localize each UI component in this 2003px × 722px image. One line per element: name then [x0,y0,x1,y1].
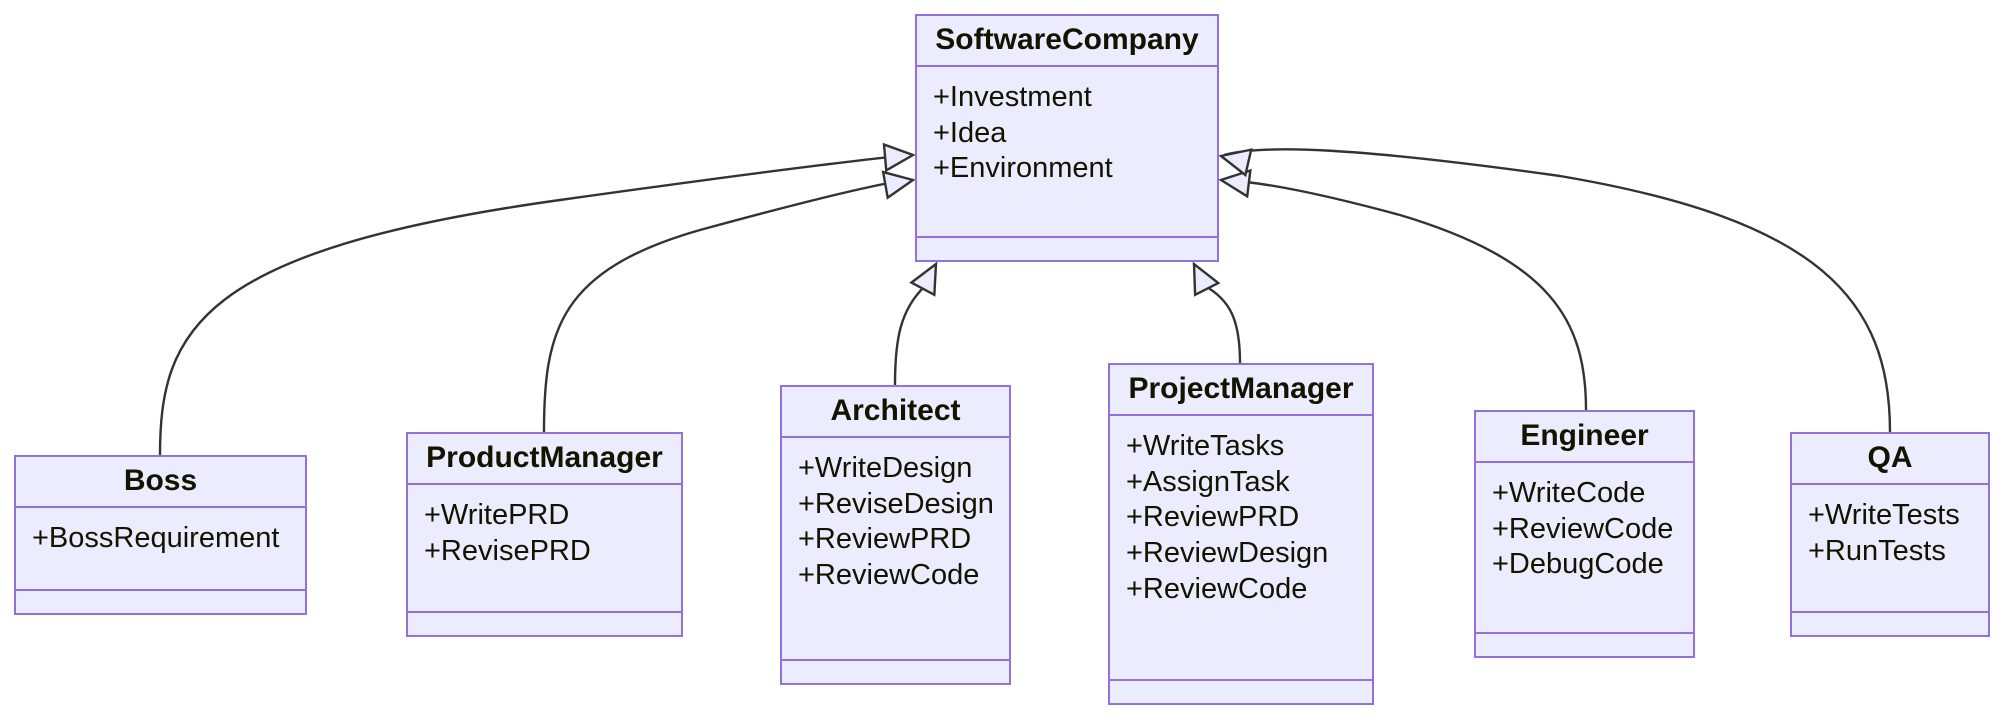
class-attributes-engineer: +WriteCode+ReviewCode+DebugCode [1476,463,1693,634]
class-attribute: +Investment [933,81,1092,113]
class-attribute: +ReviewPRD [1126,501,1300,534]
class-methods-engineer [1476,634,1693,656]
class-attributes-productmanager: +WritePRD+RevisePRD [408,485,681,613]
class-attributes-architect: +WriteDesign+ReviseDesign+ReviewPRD+Revi… [782,438,1009,661]
inheritance-arrowhead-icon [1192,261,1221,297]
class-methods-architect [782,661,1009,683]
class-methods-softwarecompany [917,238,1217,260]
inheritance-arrowhead-icon [1218,168,1252,199]
class-attribute: +ReviewCode [798,558,980,591]
class-attributes-boss: +BossRequirement [16,508,305,591]
class-attributes-softwarecompany: +Investment+Idea+Environment [917,67,1217,238]
class-attribute: +RevisePRD [424,534,591,567]
class-title-qa: QA [1792,434,1988,485]
class-methods-qa [1792,613,1988,635]
class-node-boss[interactable]: Boss +BossRequirement [14,455,307,615]
class-node-qa[interactable]: QA+WriteTests+RunTests [1790,432,1990,637]
class-attribute: +ReviewDesign [1126,536,1329,569]
edge-line [1204,284,1242,364]
inheritance-edge-architect [893,261,938,386]
class-title-softwarecompany: SoftwareCompany [917,16,1217,67]
class-attribute: +ReviewCode [1126,572,1308,605]
class-attribute: +WriteCode [1492,477,1646,509]
class-attribute: +WriteTasks [1126,430,1285,462]
class-attribute: +ReviseDesign [798,487,994,520]
class-title-productmanager: ProductManager [408,434,681,485]
class-attribute: +BossRequirement [32,522,280,554]
inheritance-arrowhead-icon [909,261,938,297]
inheritance-arrowhead-icon [882,142,916,173]
class-node-projectmanager[interactable]: ProjectManager+WriteTasks+AssignTask+Rev… [1108,363,1374,705]
class-methods-boss [16,591,305,613]
class-attribute: +ReviewCode [1492,512,1674,545]
inheritance-arrowhead-icon [1218,148,1253,178]
class-attribute: +WriteDesign [798,452,973,484]
class-attribute: +DebugCode [1492,548,1664,581]
class-node-engineer[interactable]: Engineer+WriteCode+ReviewCode+DebugCode [1474,410,1695,658]
class-attribute: +WritePRD [424,499,570,531]
class-node-productmanager[interactable]: ProductManager+WritePRD+RevisePRD [406,432,683,637]
class-node-architect[interactable]: Architect+WriteDesign+ReviseDesign+Revie… [780,385,1011,685]
class-title-projectmanager: ProjectManager [1110,365,1372,416]
class-methods-productmanager [408,613,681,635]
class-attributes-qa: +WriteTests+RunTests [1792,485,1988,613]
class-attribute: +AssignTask [1126,465,1290,498]
class-attribute: +Environment [933,152,1113,185]
class-attribute: +RunTests [1808,534,1946,567]
edge-line [893,285,926,386]
class-node-softwarecompany[interactable]: SoftwareCompany+Investment+Idea+Environm… [915,14,1219,262]
class-methods-projectmanager [1110,681,1372,703]
class-attribute: +WriteTests [1808,499,1960,531]
class-title-architect: Architect [782,387,1009,438]
inheritance-edge-projectmanager [1192,261,1242,364]
class-attributes-projectmanager: +WriteTasks+AssignTask+ReviewPRD+ReviewD… [1110,416,1372,681]
class-title-engineer: Engineer [1476,412,1693,463]
class-title-boss: Boss [16,457,305,508]
inheritance-arrowhead-icon [881,170,916,200]
class-attribute: +Idea [933,116,1007,149]
class-attribute: +ReviewPRD [798,523,972,556]
